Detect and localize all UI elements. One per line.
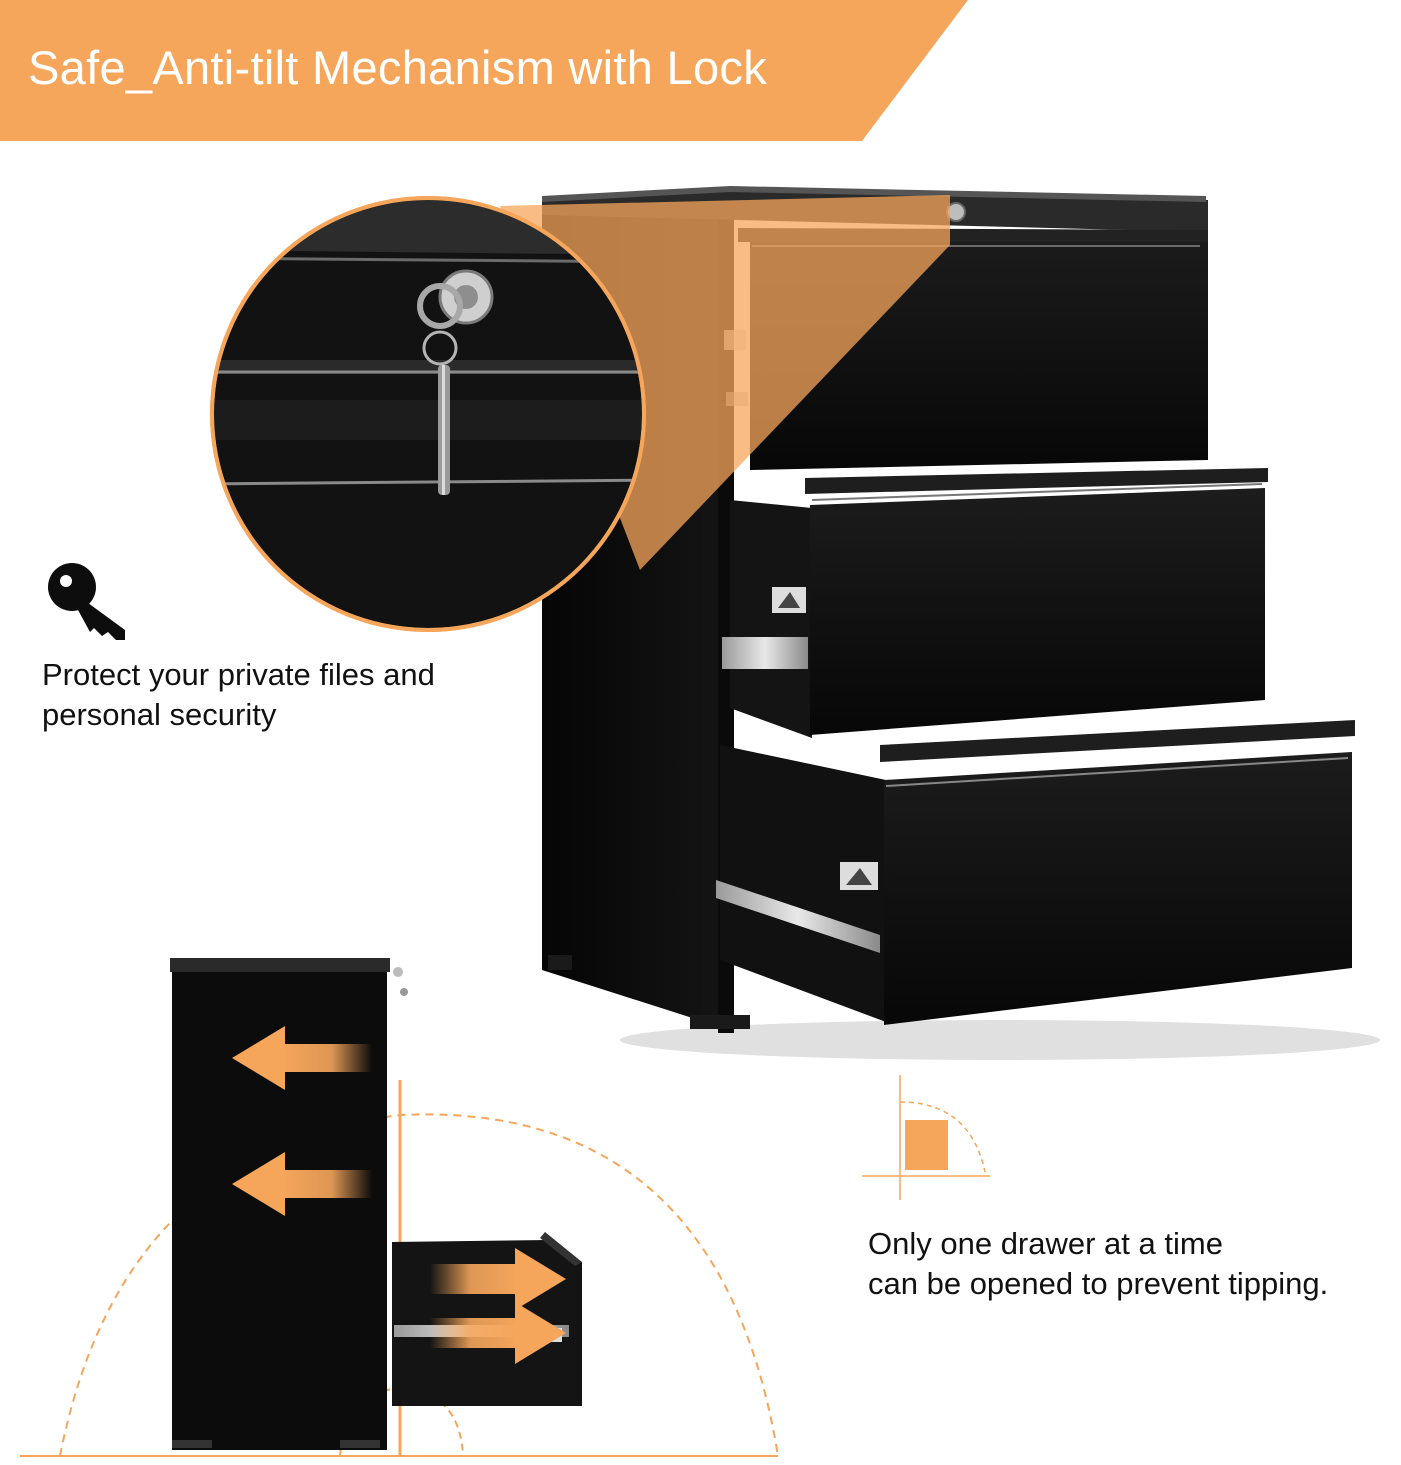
tipping-caption-line-1: Only one drawer at a time bbox=[868, 1226, 1223, 1261]
banner-title: Safe_Anti-tilt Mechanism with Lock bbox=[28, 41, 767, 94]
single-drawer-icon bbox=[862, 1075, 990, 1200]
lock-zoom-callout bbox=[210, 195, 950, 632]
security-caption: Protect your private files and personal … bbox=[42, 655, 435, 735]
filing-cabinet bbox=[542, 186, 1380, 1060]
open-arrow-upper bbox=[430, 1248, 566, 1310]
tipping-caption-line-2: can be opened to prevent tipping. bbox=[868, 1266, 1329, 1301]
bottom-drawer bbox=[716, 720, 1355, 1025]
security-caption-line-1: Protect your private files and bbox=[42, 657, 435, 692]
middle-drawer bbox=[722, 468, 1268, 738]
title-banner bbox=[0, 0, 968, 141]
close-arrow-upper bbox=[232, 1026, 372, 1090]
anti-tilt-diagram bbox=[20, 958, 779, 1457]
close-arrow-lower bbox=[232, 1152, 372, 1216]
tipping-caption: Only one drawer at a time can be opened … bbox=[868, 1224, 1328, 1304]
key-icon bbox=[48, 563, 125, 640]
open-arrow-lower bbox=[430, 1302, 566, 1364]
security-caption-line-2: personal security bbox=[42, 697, 277, 732]
